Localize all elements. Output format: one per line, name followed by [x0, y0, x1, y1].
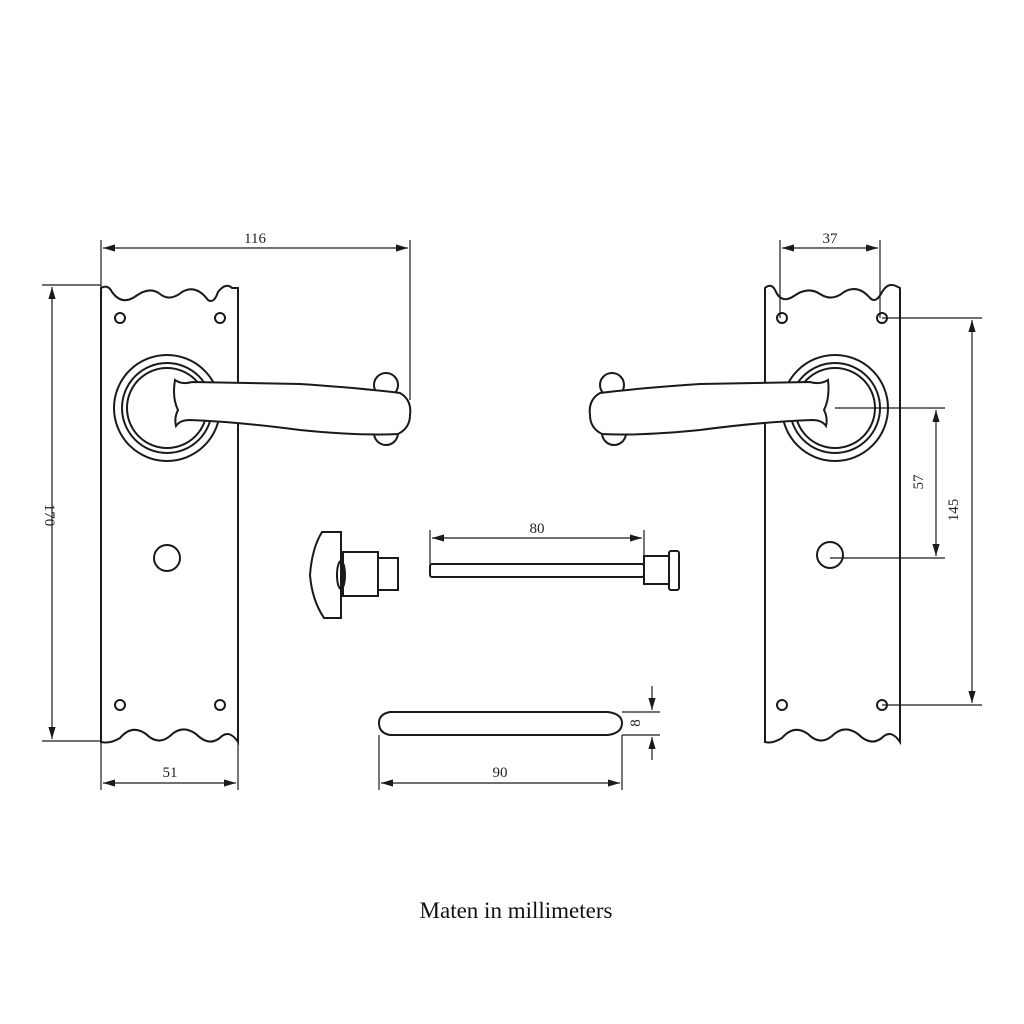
dimension-hole-spacing-horizontal: 37	[779, 231, 881, 318]
dim-label-145: 145	[946, 499, 962, 522]
dim-label-116: 116	[244, 231, 266, 247]
caption: Maten in millimeters	[420, 898, 613, 923]
thumbturn	[308, 531, 399, 619]
left-backplate	[100, 284, 412, 746]
dim-label-170: 170	[41, 504, 57, 527]
dimension-hole-spacing-vertical: 145	[882, 317, 982, 706]
lever-left	[173, 372, 412, 446]
dim-label-80: 80	[530, 521, 545, 537]
dim-label-90: 90	[493, 765, 508, 781]
spindle-bar: 90 8	[377, 686, 660, 790]
dimension-handle-length: 116	[100, 231, 411, 400]
dimension-lever-to-key: 57	[830, 407, 945, 559]
dim-label-8: 8	[628, 719, 644, 727]
dim-label-37: 37	[823, 231, 839, 247]
lever-right	[588, 372, 830, 446]
right-backplate	[588, 283, 901, 746]
release-spindle: 80	[429, 521, 680, 591]
keyhole-left	[153, 544, 181, 572]
dimension-plate-height: 170	[41, 284, 101, 742]
dim-label-57: 57	[911, 474, 927, 490]
dimension-plate-width: 51	[100, 742, 239, 790]
dim-label-51: 51	[163, 765, 178, 781]
keyhole-right	[816, 541, 844, 569]
